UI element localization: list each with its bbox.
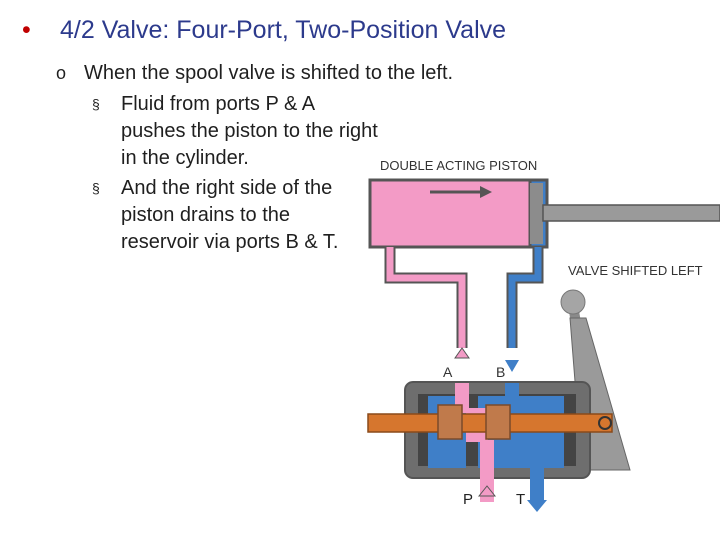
piston-head xyxy=(530,183,543,244)
slide-title: • 4/2 Valve: Four-Port, Two-Position Valv… xyxy=(22,16,506,45)
lever-knob xyxy=(560,289,586,315)
bullet-marker: § xyxy=(92,180,100,196)
line-b xyxy=(508,247,542,348)
subheading-text: When the spool valve is shifted to the l… xyxy=(84,62,454,84)
port-b-label: B xyxy=(496,364,505,380)
spool-pivot xyxy=(598,416,612,430)
valve-state-label: VALVE SHIFTED LEFT xyxy=(568,263,703,278)
line-a-outline xyxy=(384,247,468,348)
title-text: 4/2 Valve: Four-Port, Two-Position Valve xyxy=(60,16,507,44)
port-t-passage xyxy=(530,440,544,480)
piston-rod xyxy=(542,204,720,222)
spool-land-left xyxy=(437,404,463,440)
bullet-text: Fluid from ports P & A pushes the piston… xyxy=(121,93,378,169)
bullet-text: And the right side of the piston drains … xyxy=(121,177,339,253)
title-bullet: • xyxy=(22,16,31,44)
subheading: o When the spool valve is shifted to the … xyxy=(56,62,453,85)
line-a xyxy=(386,247,466,348)
port-t-arrow xyxy=(527,500,547,512)
bullet-point-2: § And the right side of the piston drain… xyxy=(92,175,362,256)
port-p-passage xyxy=(480,440,494,480)
motion-arrow-head xyxy=(480,186,492,198)
port-a-arrow xyxy=(454,347,470,359)
port-t-label: T xyxy=(516,491,525,508)
line-b-outline xyxy=(506,247,544,348)
port-b-arrow xyxy=(505,360,519,372)
bullet-marker: § xyxy=(92,96,100,112)
subheading-marker: o xyxy=(56,63,67,83)
bullet-point-1: § Fluid from ports P & A pushes the pist… xyxy=(92,91,382,172)
spool-land-right xyxy=(485,404,511,440)
port-t-pipe xyxy=(530,478,544,502)
cylinder-pressure-chamber xyxy=(368,178,532,249)
port-p-label: P xyxy=(463,491,473,508)
port-p-arrow xyxy=(477,485,497,497)
port-a-label: A xyxy=(443,364,453,380)
cylinder-label: DOUBLE ACTING PISTON xyxy=(380,158,537,173)
